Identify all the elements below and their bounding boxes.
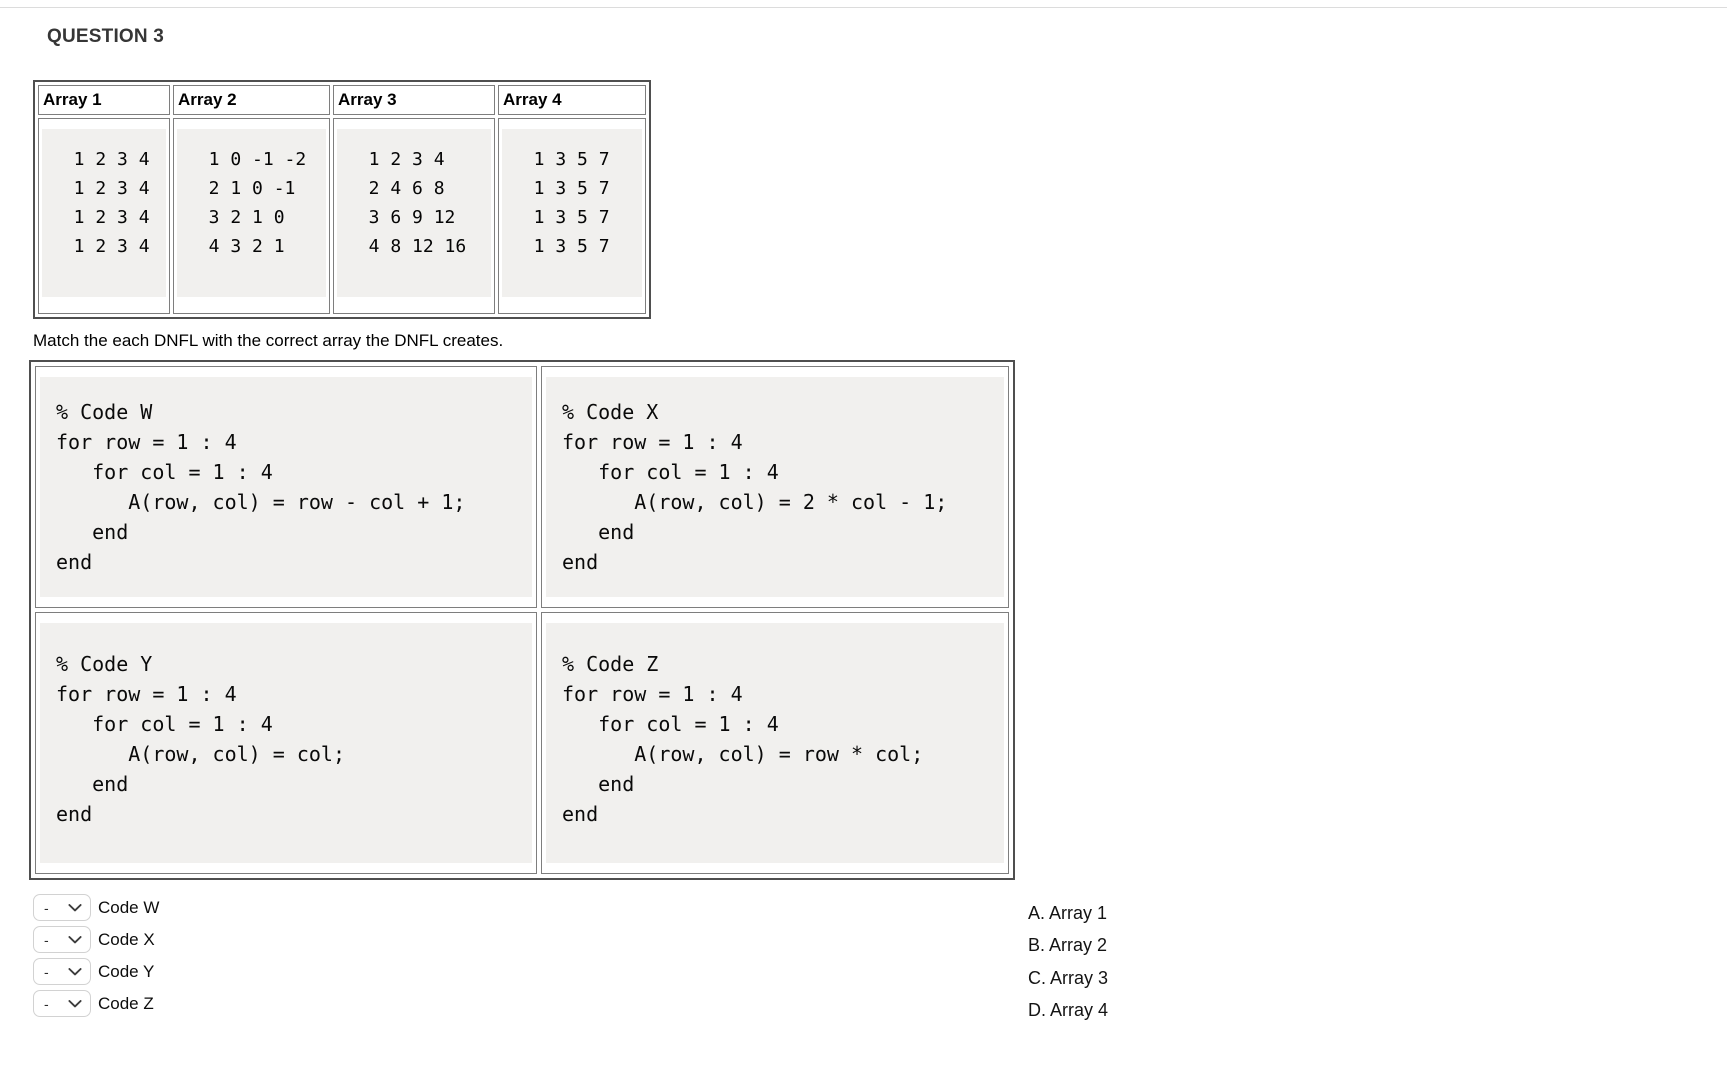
array-1-cell: 1 2 3 4 1 2 3 4 1 2 3 4 1 2 3 4 (38, 118, 170, 314)
code-z-cell: % Code Z for row = 1 : 4 for col = 1 : 4… (541, 612, 1009, 874)
code-w-cell: % Code W for row = 1 : 4 for col = 1 : 4… (35, 366, 537, 608)
code-y-select[interactable]: - (33, 958, 91, 985)
chevron-down-icon (68, 967, 82, 975)
instruction-text: Match the each DNFL with the correct arr… (33, 331, 504, 350)
answer-option-b: B. Array 2 (1028, 935, 1108, 956)
answer-option-d: D. Array 4 (1028, 1000, 1109, 1021)
match-row-code-x: - Code X (33, 926, 159, 953)
code-x-select-value: - (44, 931, 49, 948)
code-y-select-value: - (44, 963, 49, 980)
chevron-down-icon (68, 935, 82, 943)
code-w-select-value: - (44, 899, 49, 916)
code-y-source: % Code Y for row = 1 : 4 for col = 1 : 4… (40, 623, 532, 863)
chevron-down-icon (68, 903, 82, 911)
arrays-body-row: 1 2 3 4 1 2 3 4 1 2 3 4 1 2 3 4 1 0 -1 -… (38, 118, 646, 314)
array-1-header: Array 1 (38, 85, 170, 115)
array-3-cell: 1 2 3 4 2 4 6 8 3 6 9 12 4 8 12 16 (333, 118, 495, 314)
array-4-header: Array 4 (498, 85, 646, 115)
codes-row-1: % Code W for row = 1 : 4 for col = 1 : 4… (35, 366, 1009, 608)
code-x-source: % Code X for row = 1 : 4 for col = 1 : 4… (546, 377, 1004, 597)
array-2-values: 1 0 -1 -2 2 1 0 -1 3 2 1 0 4 3 2 1 (177, 129, 326, 297)
array-3-header: Array 3 (333, 85, 495, 115)
code-x-label: Code X (98, 929, 155, 949)
code-z-select[interactable]: - (33, 990, 91, 1017)
array-4-values: 1 3 5 7 1 3 5 7 1 3 5 7 1 3 5 7 (502, 129, 642, 297)
answer-option-a: A. Array 1 (1028, 902, 1108, 923)
code-x-select[interactable]: - (33, 926, 91, 953)
code-z-select-value: - (44, 995, 49, 1012)
code-w-select[interactable]: - (33, 894, 91, 921)
array-3-values: 1 2 3 4 2 4 6 8 3 6 9 12 4 8 12 16 (337, 129, 491, 297)
arrays-header-row: Array 1 Array 2 Array 3 Array 4 (38, 85, 646, 115)
code-z-label: Code Z (98, 993, 154, 1013)
array-1-values: 1 2 3 4 1 2 3 4 1 2 3 4 1 2 3 4 (42, 129, 166, 297)
arrays-table: Array 1 Array 2 Array 3 Array 4 1 2 3 4 … (33, 80, 651, 319)
chevron-down-icon (68, 999, 82, 1007)
match-row-code-z: - Code Z (33, 990, 159, 1017)
code-w-label: Code W (98, 897, 160, 917)
code-y-cell: % Code Y for row = 1 : 4 for col = 1 : 4… (35, 612, 537, 874)
answer-option-list: A. Array 1 B. Array 2 C. Array 3 D. Arra… (1028, 897, 1108, 1027)
matching-select-list: - Code W - Code X - Code Y - Code Z (33, 894, 159, 1022)
question-title: QUESTION 3 (47, 26, 165, 47)
match-row-code-y: - Code Y (33, 958, 159, 985)
page-top-divider (0, 7, 1727, 8)
codes-row-2: % Code Y for row = 1 : 4 for col = 1 : 4… (35, 612, 1009, 874)
answer-option-c: C. Array 3 (1028, 967, 1109, 988)
code-z-source: % Code Z for row = 1 : 4 for col = 1 : 4… (546, 623, 1004, 863)
code-x-cell: % Code X for row = 1 : 4 for col = 1 : 4… (541, 366, 1009, 608)
array-2-cell: 1 0 -1 -2 2 1 0 -1 3 2 1 0 4 3 2 1 (173, 118, 330, 314)
code-y-label: Code Y (98, 961, 155, 981)
array-4-cell: 1 3 5 7 1 3 5 7 1 3 5 7 1 3 5 7 (498, 118, 646, 314)
code-w-source: % Code W for row = 1 : 4 for col = 1 : 4… (40, 377, 532, 597)
array-2-header: Array 2 (173, 85, 330, 115)
codes-table: % Code W for row = 1 : 4 for col = 1 : 4… (29, 360, 1015, 880)
match-row-code-w: - Code W (33, 894, 159, 921)
